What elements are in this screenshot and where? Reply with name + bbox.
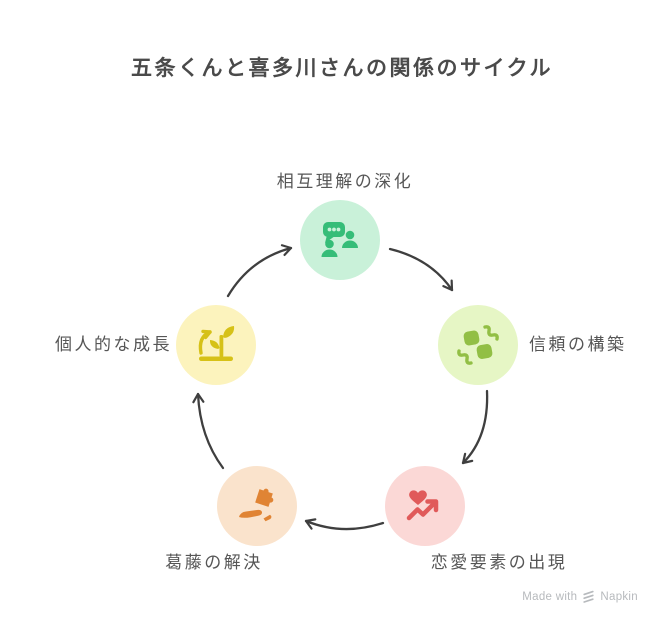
arrow-conflict-to-growth [192,392,225,470]
node-personal-growth [176,305,256,385]
node-label-trust-building: 信頼の構築 [529,335,627,354]
node-romance-emergence [385,466,465,546]
arrow-trust-to-romance [461,389,489,465]
handshake-icon [457,325,499,365]
arrow-understanding-to-trust [388,247,454,292]
made-with-napkin-badge: Made with Napkin [522,590,638,603]
node-conflict-resolution [217,466,297,546]
node-circle [217,466,297,546]
node-circle [300,200,380,280]
node-label-conflict-resolution: 葛藤の解決 [165,553,263,572]
node-circle [385,466,465,546]
heart-trend-icon [406,490,439,521]
node-mutual-understanding [300,200,380,280]
node-trust-building [438,305,518,385]
watermark-brand: Napkin [600,590,638,603]
growth-icon [198,326,235,361]
node-label-romance-emergence: 恋愛要素の出現 [430,553,568,572]
napkin-logo-icon [583,590,595,603]
node-circle [438,305,518,385]
conversation-icon [321,222,358,257]
watermark-prefix: Made with [522,590,578,603]
hand-puzzle-icon [239,488,274,522]
node-label-personal-growth: 個人的な成長 [55,335,172,354]
arrow-romance-to-conflict [304,518,385,531]
page-title: 五条くんと喜多川さんの関係のサイクル [131,57,553,80]
node-label-mutual-understanding: 相互理解の深化 [276,172,414,191]
arrow-growth-to-understanding [226,244,293,298]
